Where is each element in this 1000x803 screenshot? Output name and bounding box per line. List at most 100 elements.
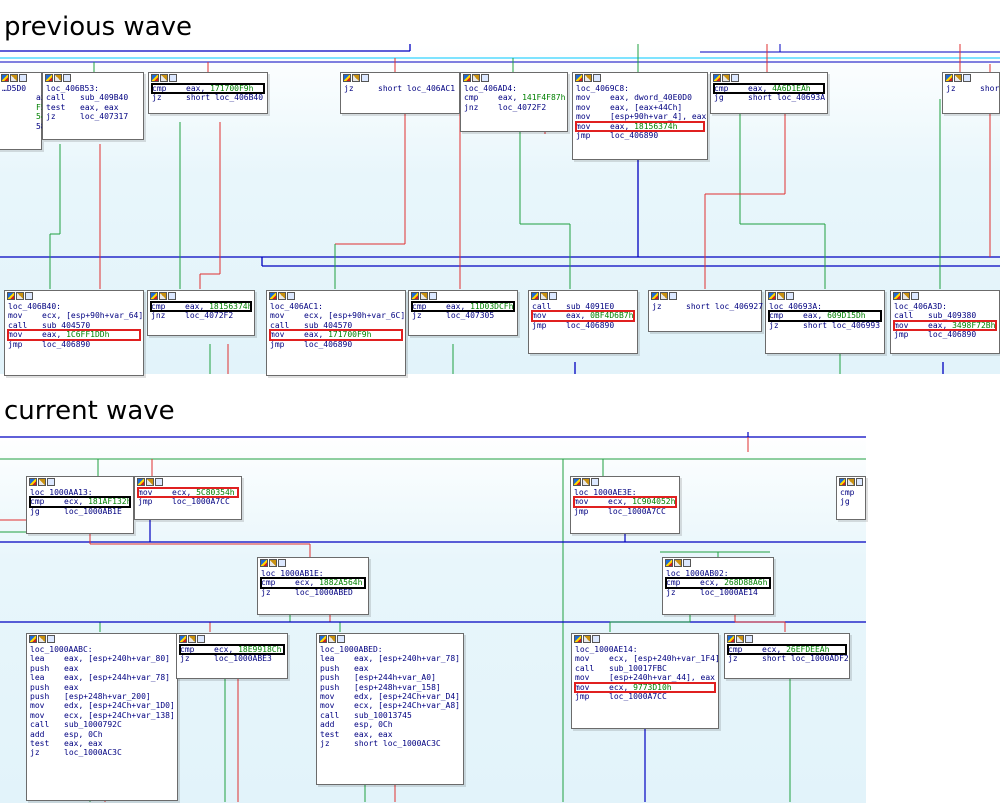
grid-icon[interactable] (47, 478, 55, 486)
grid-icon[interactable] (337, 635, 345, 643)
graph-color-icon[interactable] (665, 559, 673, 567)
grid-icon[interactable] (481, 74, 489, 82)
grid-icon[interactable] (278, 559, 286, 567)
grid-icon[interactable] (669, 292, 677, 300)
graph-color-icon[interactable] (574, 635, 582, 643)
grid-icon[interactable] (169, 74, 177, 82)
edit-icon[interactable] (584, 74, 592, 82)
edit-icon[interactable] (847, 478, 855, 486)
code-block-p1[interactable]: …D5D0axF562C5Dh542CACEh5890 (0, 72, 75, 150)
graph-color-icon[interactable] (343, 74, 351, 82)
grid-icon[interactable] (549, 292, 557, 300)
graph-color-icon[interactable] (7, 292, 15, 300)
graph-color-icon[interactable] (768, 292, 776, 300)
edit-icon[interactable] (954, 74, 962, 82)
graph-color-icon[interactable] (29, 478, 37, 486)
edit-icon[interactable] (722, 74, 730, 82)
grid-icon[interactable] (197, 635, 205, 643)
grid-icon[interactable] (155, 478, 163, 486)
graph-color-icon[interactable] (463, 74, 471, 82)
edit-icon[interactable] (777, 292, 785, 300)
graph-color-icon[interactable] (727, 635, 735, 643)
graph-color-icon[interactable] (575, 74, 583, 82)
graph-color-icon[interactable] (1, 74, 9, 82)
grid-icon[interactable] (786, 292, 794, 300)
edit-icon[interactable] (38, 635, 46, 643)
graph-color-icon[interactable] (269, 292, 277, 300)
grid-icon[interactable] (731, 74, 739, 82)
edit-icon[interactable] (278, 292, 286, 300)
graph-color-icon[interactable] (839, 478, 847, 486)
graph-color-icon[interactable] (945, 74, 953, 82)
grid-icon[interactable] (855, 478, 863, 486)
edit-icon[interactable] (38, 478, 46, 486)
grid-icon[interactable] (963, 74, 971, 82)
grid-icon[interactable] (63, 74, 71, 82)
edit-icon[interactable] (582, 478, 590, 486)
edit-icon[interactable] (160, 74, 168, 82)
edit-icon[interactable] (269, 559, 277, 567)
edit-icon[interactable] (420, 292, 428, 300)
edit-icon[interactable] (10, 74, 18, 82)
edit-icon[interactable] (472, 74, 480, 82)
grid-icon[interactable] (19, 74, 27, 82)
grid-icon[interactable] (361, 74, 369, 82)
grid-icon[interactable] (592, 635, 600, 643)
edit-icon[interactable] (159, 292, 167, 300)
edit-icon[interactable] (583, 635, 591, 643)
grid-icon[interactable] (591, 478, 599, 486)
edit-icon[interactable] (660, 292, 668, 300)
edit-icon[interactable] (54, 74, 62, 82)
grid-icon[interactable] (25, 292, 33, 300)
edit-icon[interactable] (902, 292, 910, 300)
graph-color-icon[interactable] (137, 478, 145, 486)
graph-color-icon[interactable] (573, 478, 581, 486)
edit-icon[interactable] (146, 478, 154, 486)
edit-icon[interactable] (540, 292, 548, 300)
graph-color-icon[interactable] (45, 74, 53, 82)
graph-color-icon[interactable] (411, 292, 419, 300)
grid-icon[interactable] (683, 559, 691, 567)
edit-icon[interactable] (736, 635, 744, 643)
grid-icon[interactable] (593, 74, 601, 82)
grid-icon[interactable] (168, 292, 176, 300)
edit-icon[interactable] (16, 292, 24, 300)
graph-color-icon[interactable] (651, 292, 659, 300)
edit-icon[interactable] (674, 559, 682, 567)
grid-icon[interactable] (287, 292, 295, 300)
grid-icon[interactable] (745, 635, 753, 643)
grid-icon[interactable] (47, 635, 55, 643)
graph-color-icon[interactable] (260, 559, 268, 567)
edit-icon[interactable] (352, 74, 360, 82)
graph-color-icon[interactable] (179, 635, 187, 643)
grid-icon[interactable] (911, 292, 919, 300)
edit-icon[interactable] (328, 635, 336, 643)
graph-color-icon[interactable] (531, 292, 539, 300)
graph-color-icon[interactable] (319, 635, 327, 643)
graph-color-icon[interactable] (713, 74, 721, 82)
graph-color-icon[interactable] (151, 74, 159, 82)
